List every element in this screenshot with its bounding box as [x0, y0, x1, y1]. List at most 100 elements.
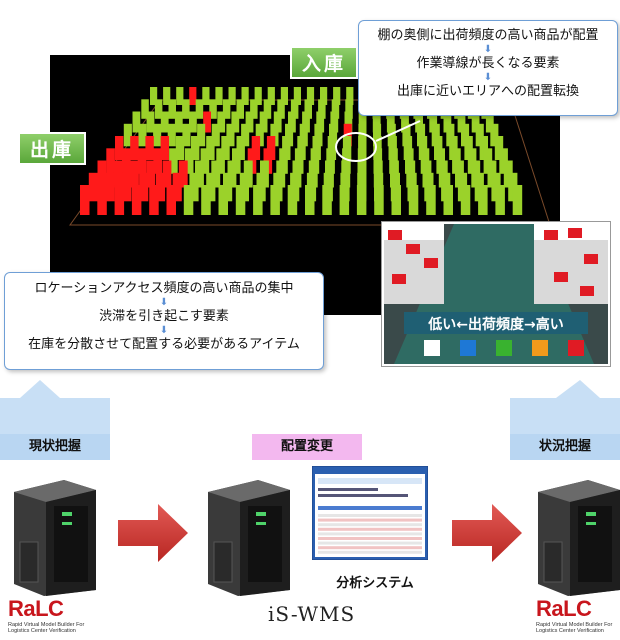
callout-top: 棚の奥側に出荷頻度の高い商品が配置 ⬇ 作業導線が長くなる要素 ⬇ 出庫に近いエ…	[358, 20, 618, 116]
rack-cell	[175, 136, 185, 160]
rack-cell	[471, 111, 480, 133]
box-red	[424, 258, 438, 268]
rack-cell	[241, 123, 250, 147]
rack-cell	[216, 148, 225, 174]
screenshot-row	[318, 527, 422, 531]
right-pointer	[556, 380, 600, 398]
rack-cell	[226, 123, 235, 147]
rack-cell	[201, 185, 211, 215]
screenshot-row	[318, 541, 422, 545]
box-red	[392, 274, 406, 284]
rack-cell	[195, 160, 204, 188]
rack-cell	[132, 111, 141, 133]
callout-left-line-3: 在庫を分散させて配置する必要があるアイテム	[28, 337, 300, 352]
screenshot-row	[318, 537, 422, 540]
rack-cell	[403, 136, 413, 160]
rack-cell	[130, 160, 139, 188]
rack-cell	[184, 148, 194, 174]
rack-cell	[218, 185, 228, 215]
rack-cell	[358, 136, 367, 160]
rack-cell	[88, 172, 98, 202]
rack-cell	[304, 99, 312, 119]
rack-cell	[106, 148, 115, 174]
rack-cell	[339, 185, 350, 215]
rack-cell	[236, 99, 244, 119]
rack-cell	[263, 99, 272, 119]
rack-cell	[479, 136, 488, 160]
box-red	[568, 228, 582, 238]
rack-cell	[449, 136, 458, 160]
legend-swatch-red	[568, 340, 584, 356]
rack-cell	[202, 87, 210, 105]
rack-cell	[235, 185, 246, 215]
rack-cell	[191, 136, 200, 160]
box-red	[584, 254, 598, 264]
rack-cell	[153, 148, 162, 174]
rack-cell	[215, 87, 223, 105]
rack-cell	[431, 123, 440, 147]
rack-cell	[105, 172, 115, 202]
rack-cell	[388, 136, 397, 160]
down-arrow-icon: ⬇	[483, 44, 493, 55]
rack-cell	[426, 185, 436, 215]
rack-cell	[137, 148, 147, 174]
bottom-pointers	[0, 380, 620, 434]
rack-cell	[209, 99, 217, 119]
legend-swatch-green	[496, 340, 512, 356]
callout-top-line-3: 出庫に近いエリアへの配置転換	[396, 84, 579, 99]
server-icon	[538, 480, 620, 596]
left-pointer	[20, 380, 60, 398]
right-banner-bg	[510, 398, 620, 434]
rack-cell	[241, 87, 249, 105]
rack-cell	[329, 123, 338, 147]
rack-cell	[211, 160, 221, 188]
rack-cell	[200, 148, 210, 174]
rack-cell	[206, 172, 216, 202]
box-red	[388, 230, 402, 240]
rack-cell	[387, 123, 396, 147]
rack-cell	[80, 185, 90, 215]
rack-cell	[402, 123, 411, 147]
down-arrow-icon: ⬇	[159, 325, 169, 336]
rack-cell	[130, 136, 139, 160]
analysis-system-label: 分析システム	[336, 576, 414, 591]
rack-cell	[330, 111, 339, 133]
left-banner-bg	[0, 398, 110, 434]
rack-cell	[457, 111, 466, 133]
rack-cell	[251, 136, 261, 160]
screenshot-row	[318, 518, 422, 522]
rack-cell	[417, 123, 426, 147]
rack-cell	[155, 172, 166, 202]
rack-cell	[494, 136, 504, 160]
rack-cell	[169, 148, 178, 174]
rack-cell	[222, 99, 231, 119]
rack-cell	[146, 111, 155, 133]
box-red	[406, 244, 420, 254]
rack-cell	[318, 99, 326, 119]
rack-cell	[267, 87, 275, 105]
outbound-tag: 出庫	[18, 132, 87, 165]
rack-cell	[344, 111, 353, 133]
legend-swatch-orange	[532, 340, 548, 356]
rack-cell	[189, 172, 199, 202]
ralc-logo-sub2: Logistics Center Verification	[536, 628, 604, 634]
rack-cell	[253, 185, 263, 215]
ralc-logo-sub2: Logistics Center Verification	[8, 628, 76, 634]
callout-left: ロケーションアクセス頻度の高い商品の集中 ⬇ 渋滞を引き起こす要素 ⬇ 在庫を分…	[4, 272, 324, 370]
rack-cell	[322, 185, 332, 215]
rack-cell	[160, 111, 169, 133]
rack-cell	[163, 87, 171, 105]
rack-cell	[211, 123, 220, 147]
rack-cell	[302, 111, 310, 133]
rack-cell	[285, 123, 294, 147]
rack-cell	[373, 123, 382, 147]
rack-cell	[250, 99, 258, 119]
rack-cell	[391, 185, 401, 215]
rack-cell	[168, 99, 176, 119]
rack-cell	[490, 123, 499, 147]
frequency-inset: 低い←出荷頻度→高い	[382, 222, 610, 366]
rack-cell	[231, 111, 240, 133]
down-arrow-icon: ⬇	[159, 297, 169, 308]
rack-cell	[320, 87, 328, 105]
highlight-connector	[375, 120, 421, 142]
